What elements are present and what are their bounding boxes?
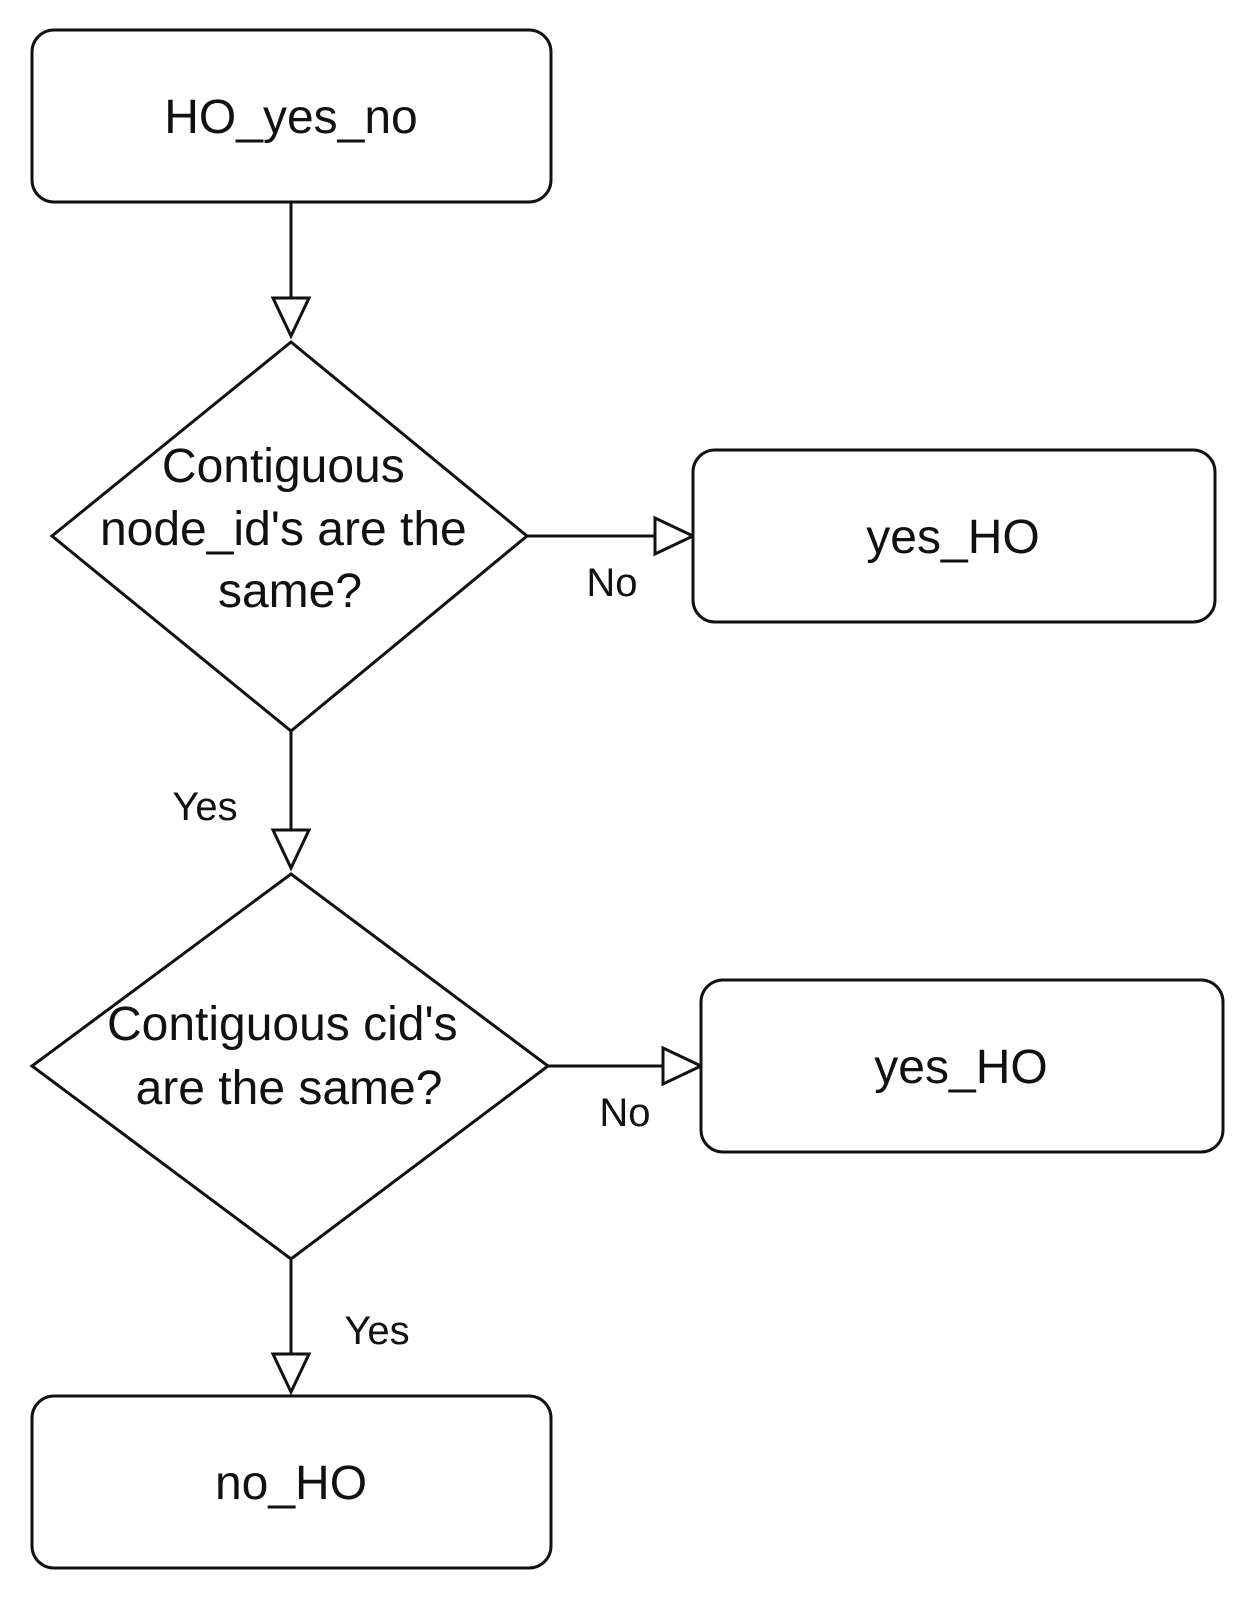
- decision-1-line-2: node_id's are the: [100, 503, 467, 556]
- result-2-label: yes_HO: [874, 1041, 1047, 1094]
- decision-1-text: Contiguous node_id's are the same?: [100, 440, 480, 618]
- edge-label-no: No: [586, 561, 637, 605]
- result-node-2: yes_HO: [699, 978, 1225, 1154]
- edge-decision1-yes: Yes: [172, 731, 312, 872]
- end-node-box: [30, 1394, 553, 1570]
- decision-1-line-1: Contiguous: [162, 440, 405, 493]
- decision-2-line-1: Contiguous cid's: [107, 998, 458, 1051]
- edge-decision2-yes: Yes: [270, 1259, 410, 1396]
- decision-2-diamond: [29, 872, 551, 1261]
- result-1-label: yes_HO: [866, 511, 1039, 564]
- decision-1-line-3: same?: [218, 565, 362, 618]
- decision-node-2: Contiguous cid's are the same?: [29, 872, 551, 1261]
- result-1-box: [691, 448, 1217, 624]
- edge-start-to-decision1: [270, 202, 312, 340]
- start-node-box: [30, 28, 553, 204]
- arrowhead-icon: [270, 296, 312, 340]
- arrowhead-icon: [653, 515, 697, 557]
- arrowhead-icon: [270, 828, 312, 872]
- end-node: no_HO: [30, 1394, 553, 1570]
- arrowhead-icon: [270, 1352, 312, 1396]
- decision-2-text: Contiguous cid's are the same?: [107, 998, 471, 1115]
- result-node-1: yes_HO: [691, 448, 1217, 624]
- start-node: HO_yes_no: [30, 28, 553, 204]
- edge-decision1-no: No: [527, 515, 697, 605]
- result-2-box: [699, 978, 1225, 1154]
- edge-decision2-no: No: [548, 1045, 705, 1135]
- edge-label-no: No: [599, 1091, 650, 1135]
- decision-2-line-2: are the same?: [136, 1062, 443, 1115]
- end-node-label: no_HO: [215, 1457, 367, 1510]
- decision-node-1: Contiguous node_id's are the same?: [49, 340, 530, 733]
- arrowhead-icon: [661, 1045, 705, 1087]
- decision-1-diamond: [49, 340, 530, 733]
- edge-label-yes: Yes: [344, 1309, 409, 1353]
- start-node-label: HO_yes_no: [164, 91, 417, 144]
- edge-label-yes: Yes: [172, 785, 237, 829]
